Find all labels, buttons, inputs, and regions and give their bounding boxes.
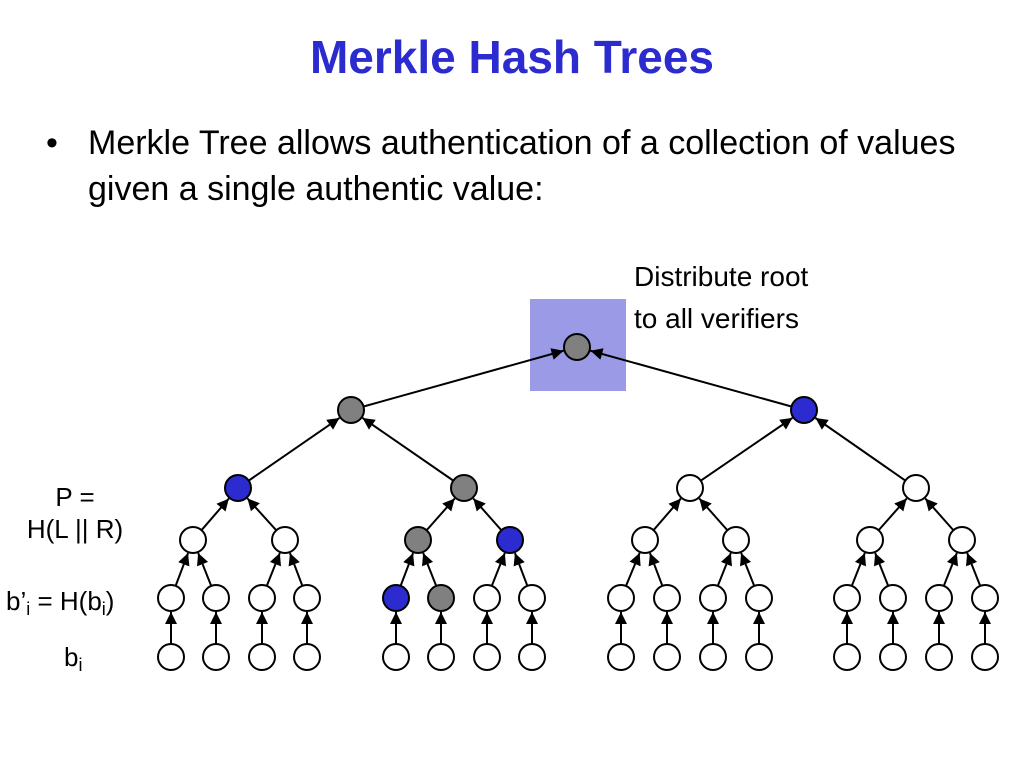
tree-edge: [814, 417, 906, 482]
tree-edge: [363, 348, 564, 408]
data-block-node: [518, 643, 546, 671]
tree-node: [224, 474, 252, 502]
tree-node: [676, 474, 704, 502]
tree-edge: [200, 497, 230, 531]
tree-edge: [265, 552, 281, 587]
parent-hash-label: P = H(L || R): [0, 481, 150, 545]
tree-edge: [924, 497, 955, 531]
data-block-node: [293, 643, 321, 671]
distribute-line-1: Distribute root: [634, 261, 809, 292]
tree-node: [496, 526, 524, 554]
data-block-node: [427, 643, 455, 671]
tree-edge: [197, 552, 213, 587]
leaf-hash-node: [699, 584, 727, 612]
tree-edge: [422, 552, 438, 587]
data-block-node: [382, 643, 410, 671]
tree-node: [337, 396, 365, 424]
data-block-node: [607, 643, 635, 671]
tree-edge: [248, 417, 341, 482]
tree-edge: [399, 552, 415, 587]
tree-edge: [850, 552, 866, 587]
leaf-hash-node: [293, 584, 321, 612]
leaf-hash-node: [607, 584, 635, 612]
tree-node: [179, 526, 207, 554]
data-block-node: [473, 643, 501, 671]
data-block-node: [202, 643, 230, 671]
tree-node: [271, 526, 299, 554]
leaf-hash-node: [157, 584, 185, 612]
tree-node: [948, 526, 976, 554]
tree-node: [404, 526, 432, 554]
tree-edge: [246, 497, 278, 532]
leaf-hash-label-close: ): [105, 586, 115, 616]
tree-node: [450, 474, 478, 502]
leaf-hash-node: [653, 584, 681, 612]
leaf-hash-label-sub2: i: [101, 599, 106, 619]
leaf-hash-node: [248, 584, 276, 612]
leaf-hash-node: [745, 584, 773, 612]
tree-edge: [716, 552, 732, 587]
data-block-node: [925, 643, 953, 671]
data-block-label-main: b: [64, 642, 79, 672]
tree-edge: [590, 348, 792, 408]
tree-edge: [472, 497, 503, 531]
bullet-marker: •: [46, 124, 58, 162]
tree-node: [902, 474, 930, 502]
tree-edge: [490, 552, 506, 587]
tree-edge: [513, 552, 529, 587]
tree-node: [856, 526, 884, 554]
leaf-hash-label-eq: = H(b: [30, 586, 102, 616]
tree-edge: [361, 417, 454, 482]
leaf-hash-node: [518, 584, 546, 612]
tree-edge: [877, 497, 908, 531]
tree-edge: [966, 552, 982, 587]
tree-edge: [174, 552, 190, 587]
tree-node: [790, 396, 818, 424]
data-block-node: [833, 643, 861, 671]
root-node: [563, 333, 591, 361]
tree-edge: [625, 552, 641, 587]
distribute-line-2: to all verifiers: [634, 303, 799, 334]
leaf-hash-label: b’i = H(bi): [6, 585, 115, 619]
tree-edge: [874, 552, 890, 587]
leaf-hash-node: [925, 584, 953, 612]
leaf-hash-node: [833, 584, 861, 612]
leaf-hash-node: [473, 584, 501, 612]
leaf-hash-label-sub: i: [26, 599, 31, 619]
data-block-node: [248, 643, 276, 671]
tree-edge: [698, 497, 729, 531]
tree-edge: [288, 552, 304, 587]
data-block-node: [699, 643, 727, 671]
parent-hash-label-line-1: P =: [55, 482, 95, 512]
slide-title: Merkle Hash Trees: [309, 31, 714, 83]
leaf-hash-node: [202, 584, 230, 612]
parent-hash-label-line-2: H(L || R): [26, 514, 124, 544]
tree-edge: [700, 417, 794, 482]
tree-edge: [425, 497, 456, 531]
tree-edge: [740, 552, 756, 587]
leaf-hash-node: [427, 584, 455, 612]
data-block-node: [879, 643, 907, 671]
data-block-node: [745, 643, 773, 671]
leaf-hash-label-main: b’: [6, 586, 27, 616]
data-block-node: [653, 643, 681, 671]
tree-node: [722, 526, 750, 554]
data-block-label: bi: [64, 641, 83, 675]
tree-node: [631, 526, 659, 554]
data-block-label-sub: i: [78, 655, 83, 675]
distribute-root-note: Distribute root to all verifiers: [634, 256, 808, 340]
tree-edge: [648, 552, 664, 587]
leaf-hash-node: [879, 584, 907, 612]
leaf-hash-node: [382, 584, 410, 612]
tree-edge: [652, 497, 682, 531]
data-block-node: [971, 643, 999, 671]
bullet-text: Merkle Tree allows authentication of a c…: [88, 124, 956, 208]
bullet-point: • Merkle Tree allows authentication of a…: [46, 120, 968, 212]
data-block-node: [157, 643, 185, 671]
tree-edge: [942, 552, 958, 587]
leaf-hash-node: [971, 584, 999, 612]
